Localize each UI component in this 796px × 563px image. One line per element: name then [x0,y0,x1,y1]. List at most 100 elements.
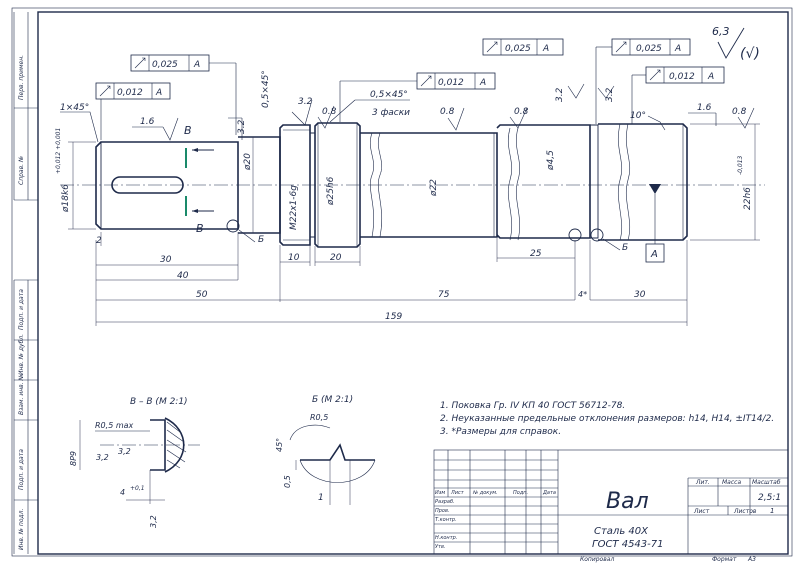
svg-text:25: 25 [530,249,542,259]
side-label-1: Перв. примен. [18,55,25,100]
material-1: Сталь 40Х [594,526,649,537]
svg-text:(√): (√) [740,46,760,62]
dim-dia-25: ø25h6 [326,176,336,206]
svg-text:0.8: 0.8 [732,107,747,117]
side-stamp: Перв. примен. Справ. № Подп. и дата Инв.… [13,12,38,554]
view-letter-right: Б [622,243,628,253]
svg-text:0.8: 0.8 [440,107,455,117]
tolerance-frame-1: 0,025 А [130,54,237,135]
side-label-6: Подп. и дата [18,449,25,490]
svg-text:10: 10 [288,253,300,263]
note-1: 1. Поковка Гр. IV КП 40 ГОСТ 56712-78. [440,401,625,411]
material-2: ГОСТ 4543-71 [592,539,664,550]
svg-text:3,2: 3,2 [149,515,158,528]
view-circle-left [226,219,240,233]
svg-text:А: А [707,72,714,82]
svg-text:0,012: 0,012 [117,88,143,98]
svg-text:1.6: 1.6 [697,103,712,113]
title-block: Вал Сталь 40Х ГОСТ 4543-71 Лит. Масса Ма… [433,449,789,563]
svg-text:30: 30 [634,290,646,300]
dim-dia-right: 22h6 [743,187,753,210]
tolerance-frame-4: 0,025 А [482,38,564,56]
svg-text:Листов: Листов [733,508,757,515]
svg-text:Масштаб: Масштаб [752,479,781,486]
general-roughness: 6,3 (√) [712,25,760,62]
side-label-4: Инв. № дубл. [18,334,25,375]
svg-text:3.2: 3.2 [555,87,565,102]
svg-text:0,012: 0,012 [438,78,464,88]
svg-text:А: А [674,44,681,54]
svg-text:6,3: 6,3 [712,25,730,38]
keyway [111,176,184,194]
svg-text:1.6: 1.6 [140,117,155,127]
sheet-border [11,7,793,557]
svg-text:А: А [193,60,200,70]
svg-text:№ докум.: № докум. [472,490,498,496]
svg-text:4: 4 [120,488,125,497]
svg-text:Лист: Лист [693,508,710,515]
svg-text:Изм: Изм [435,490,445,496]
svg-text:Лит.: Лит. [695,479,710,486]
dim-dia-left-tol: +0,012 +0,001 [55,128,62,174]
dim-dia-20: ø20 [243,153,253,171]
chamfer-right: 0,5×45° [370,90,408,100]
svg-text:А: А [542,44,549,54]
svg-text:0.8: 0.8 [514,107,529,117]
svg-text:Пров.: Пров. [435,508,450,514]
dim-dia-right-tol: -0,013 [737,155,744,175]
svg-text:0,025: 0,025 [636,44,662,54]
section-detail: В – В (М 2:1) R0,5 max 8P9 3,2 3,2 3,2 4… [69,397,200,528]
body-22 [360,132,498,238]
tolerance-frame-3: 0,012 А [339,72,496,122]
svg-text:Дата: Дата [542,490,556,496]
tolerance-frame-2: 0,012 А [95,82,171,140]
svg-text:Б (М 2:1): Б (М 2:1) [312,395,353,405]
chamfer-note: 3 фаски [372,108,410,118]
svg-text:А3: А3 [747,556,756,563]
datum-letter: А [650,249,658,260]
side-label-5: Взам. инв. № [18,374,25,415]
svg-text:А: А [479,78,486,88]
tolerance-frame-5: 0,025 А [595,38,691,124]
dim-dia-45: ø4,5 [546,150,556,171]
svg-text:4*: 4* [578,290,587,299]
svg-text:Разраб.: Разраб. [435,499,455,505]
view-letter-left: Б [258,235,264,245]
roughness-marks: 1.6 3.2 3.2 0.8 0.8 0.8 3.2 3.2 1.6 0.8 [132,83,755,141]
scale-value: 2,5:1 [758,493,781,503]
svg-text:0,025: 0,025 [505,44,531,54]
drawing-frame [37,11,789,555]
svg-text:Подп.: Подп. [513,490,528,496]
note-3: 3. *Размеры для справок. [440,427,561,437]
svg-text:Т.контр.: Т.контр. [435,517,457,523]
section-letter-top: В [184,124,192,137]
part-name: Вал [606,489,649,514]
svg-text:3.2: 3.2 [605,87,615,102]
svg-text:Масса: Масса [722,479,741,486]
dim-angle: 10° [630,111,646,121]
tolerance-frame-6: 0,012 А [631,66,725,124]
dimension-chain: 2 30 40 50 10 20 25 75 4* 30 159 [95,232,688,326]
journal-left [95,141,239,230]
svg-text:1: 1 [318,493,324,503]
svg-text:0,012: 0,012 [669,72,695,82]
svg-text:0,5: 0,5 [283,475,292,488]
svg-text:45°: 45° [275,438,284,452]
svg-text:3,2: 3,2 [96,453,109,462]
svg-text:Копировал: Копировал [580,556,614,563]
svg-text:3.2: 3.2 [298,97,313,107]
svg-text:+0,1: +0,1 [130,485,145,492]
svg-text:А: А [155,88,162,98]
view-circle-right-2 [590,228,604,242]
svg-text:Лист: Лист [450,490,465,496]
svg-text:1: 1 [770,507,774,515]
svg-text:0,025: 0,025 [152,60,178,70]
svg-text:R0,5 max: R0,5 max [95,421,134,430]
shaft [60,122,765,248]
svg-text:159: 159 [385,312,402,322]
note-2: 2. Неуказанные предельные отклонения раз… [440,414,774,424]
collar-25 [314,122,361,248]
view-detail: Б (М 2:1) R0,5 45° 0,5 1 [275,395,376,505]
svg-text:75: 75 [438,290,450,300]
